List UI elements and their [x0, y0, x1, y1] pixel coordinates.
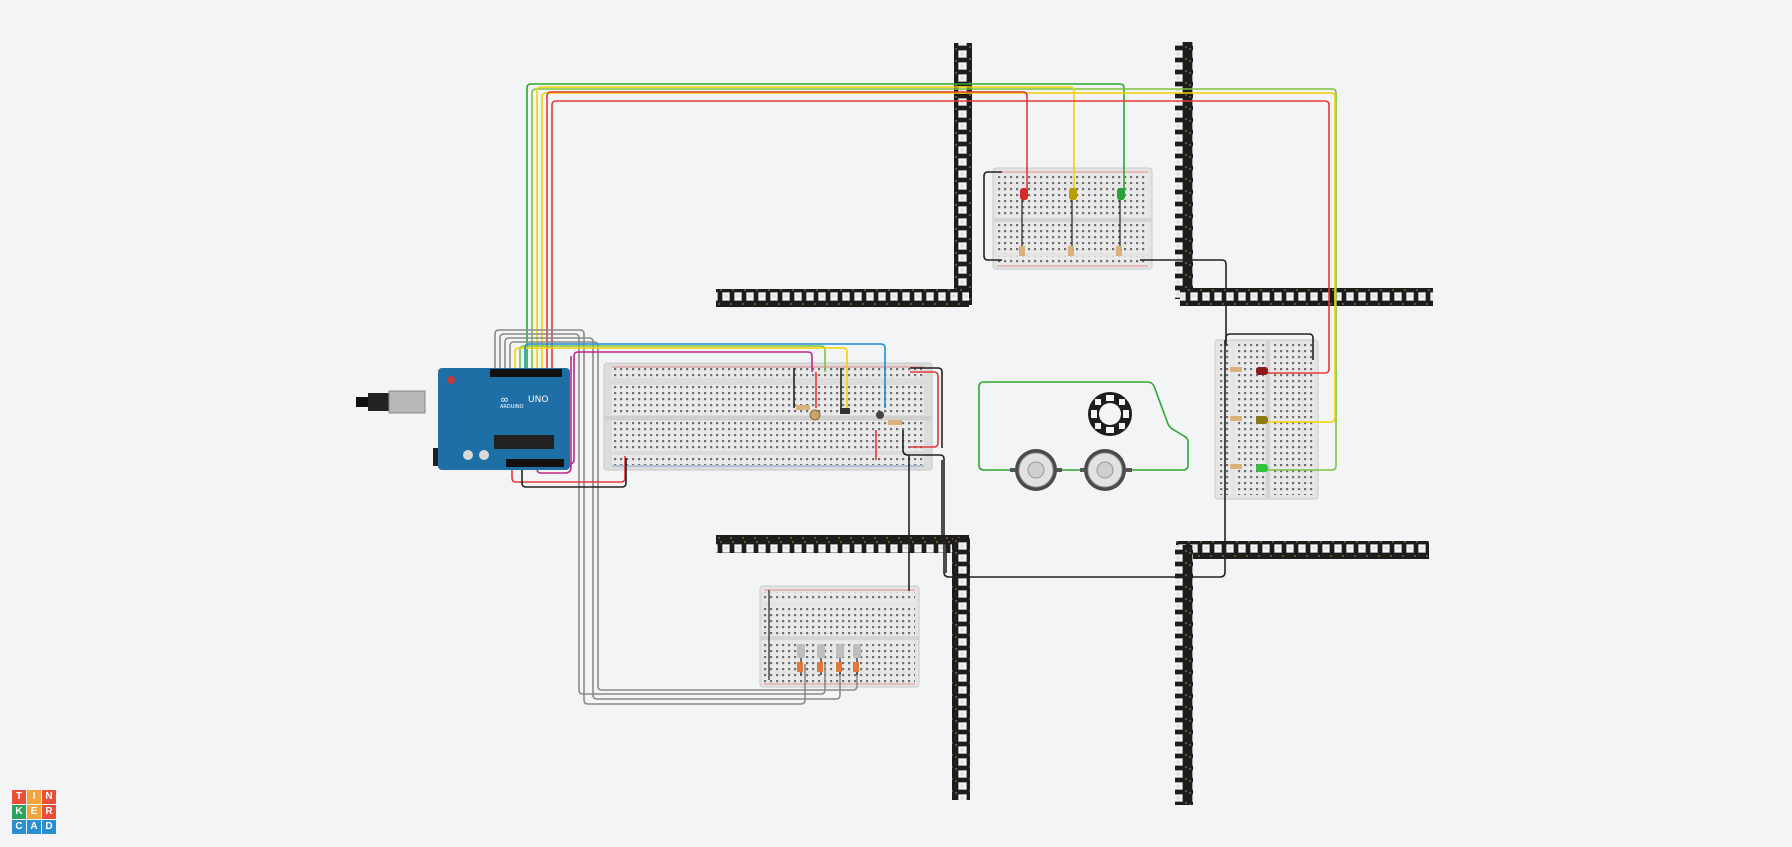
- wire-magenta[interactable]: [536, 356, 572, 474]
- leds-top: [1019, 188, 1125, 256]
- neopixel-strip[interactable]: [1175, 42, 1193, 299]
- bottom-board-components: [797, 644, 861, 672]
- wire-gray[interactable]: [499, 333, 826, 695]
- neopixel-strip[interactable]: [1176, 541, 1429, 559]
- logo-letter: I: [27, 790, 41, 804]
- logo-letter: C: [12, 820, 26, 834]
- wire-red[interactable]: [546, 91, 1028, 372]
- neopixel-strip[interactable]: [954, 43, 972, 305]
- reset-button[interactable]: [447, 376, 455, 384]
- led-green[interactable]: [1256, 464, 1268, 472]
- wire-gray[interactable]: [494, 329, 806, 705]
- sensor[interactable]: [797, 644, 805, 658]
- neopixel-strip[interactable]: [1180, 288, 1433, 306]
- wire-magenta[interactable]: [562, 351, 813, 466]
- wire-gray[interactable]: [509, 341, 858, 691]
- resistor[interactable]: [796, 405, 810, 410]
- resistor[interactable]: [1019, 246, 1025, 256]
- neopixel-strip[interactable]: [716, 289, 969, 307]
- photoresistor[interactable]: [809, 409, 821, 421]
- wire-black[interactable]: [941, 460, 947, 573]
- wire-light-green[interactable]: [531, 88, 1337, 471]
- led-red[interactable]: [1256, 367, 1268, 375]
- resistor[interactable]: [1068, 246, 1074, 256]
- wire-black[interactable]: [910, 367, 943, 448]
- usb-connector: [388, 390, 426, 414]
- logo-letter: N: [42, 790, 56, 804]
- led-yellow[interactable]: [1069, 188, 1077, 200]
- tinkercad-logo: T I N K E R C A D: [12, 790, 56, 834]
- wire-yellow[interactable]: [536, 86, 1075, 372]
- neopixel-strips: [716, 42, 1433, 805]
- pushbutton[interactable]: [876, 411, 884, 419]
- resistor[interactable]: [853, 662, 859, 672]
- wires: [494, 83, 1337, 705]
- resistor[interactable]: [836, 662, 842, 672]
- arduino-model: UNO: [528, 395, 548, 405]
- wire-black[interactable]: [902, 340, 1226, 578]
- wire-yellow[interactable]: [514, 347, 848, 408]
- wire-green[interactable]: [978, 381, 1189, 471]
- neopixel-strip[interactable]: [1175, 545, 1193, 805]
- sensor[interactable]: [817, 644, 825, 658]
- wire-yellow[interactable]: [541, 92, 1336, 423]
- wire-blue[interactable]: [524, 343, 886, 408]
- resistor[interactable]: [1116, 246, 1122, 256]
- led-yellow[interactable]: [1256, 416, 1268, 424]
- resistor[interactable]: [1230, 367, 1242, 372]
- main-board-components: [796, 405, 902, 425]
- resistor[interactable]: [797, 662, 803, 672]
- sensor[interactable]: [836, 644, 844, 658]
- wire-black[interactable]: [521, 458, 627, 488]
- piezo-buzzer[interactable]: [1080, 449, 1132, 491]
- logo-letter: R: [42, 805, 56, 819]
- infinity-logo-icon: ∞: [500, 393, 509, 406]
- leds-right: [1230, 367, 1268, 472]
- breadboard-main[interactable]: [603, 362, 933, 471]
- wire-black[interactable]: [1140, 259, 1227, 290]
- led-green[interactable]: [1117, 188, 1125, 200]
- wire-red[interactable]: [910, 371, 939, 448]
- resistor[interactable]: [888, 420, 902, 425]
- sensor[interactable]: [853, 644, 861, 658]
- neopixel-ring[interactable]: [1088, 392, 1132, 436]
- logo-letter: D: [42, 820, 56, 834]
- resistor[interactable]: [817, 662, 823, 672]
- wire-green[interactable]: [526, 83, 1125, 372]
- neopixel-strip[interactable]: [716, 535, 969, 553]
- resistor[interactable]: [1230, 416, 1242, 421]
- led-red[interactable]: [1020, 188, 1028, 200]
- logo-letter: K: [12, 805, 26, 819]
- logo-letter: A: [27, 820, 41, 834]
- resistor[interactable]: [1230, 464, 1242, 469]
- logo-letter: T: [12, 790, 26, 804]
- neopixel-strip[interactable]: [952, 538, 970, 800]
- wire-gray[interactable]: [504, 337, 841, 700]
- wire-red[interactable]: [551, 100, 1330, 374]
- piezo-buzzer[interactable]: [1010, 449, 1062, 491]
- logo-letter: E: [27, 805, 41, 819]
- arduino-uno[interactable]: ARDUINO UNO ∞: [356, 368, 570, 470]
- transistor[interactable]: [840, 408, 850, 414]
- arduino-brand: ARDUINO: [500, 404, 524, 410]
- wire-black[interactable]: [983, 171, 1002, 261]
- wire-red[interactable]: [511, 456, 626, 483]
